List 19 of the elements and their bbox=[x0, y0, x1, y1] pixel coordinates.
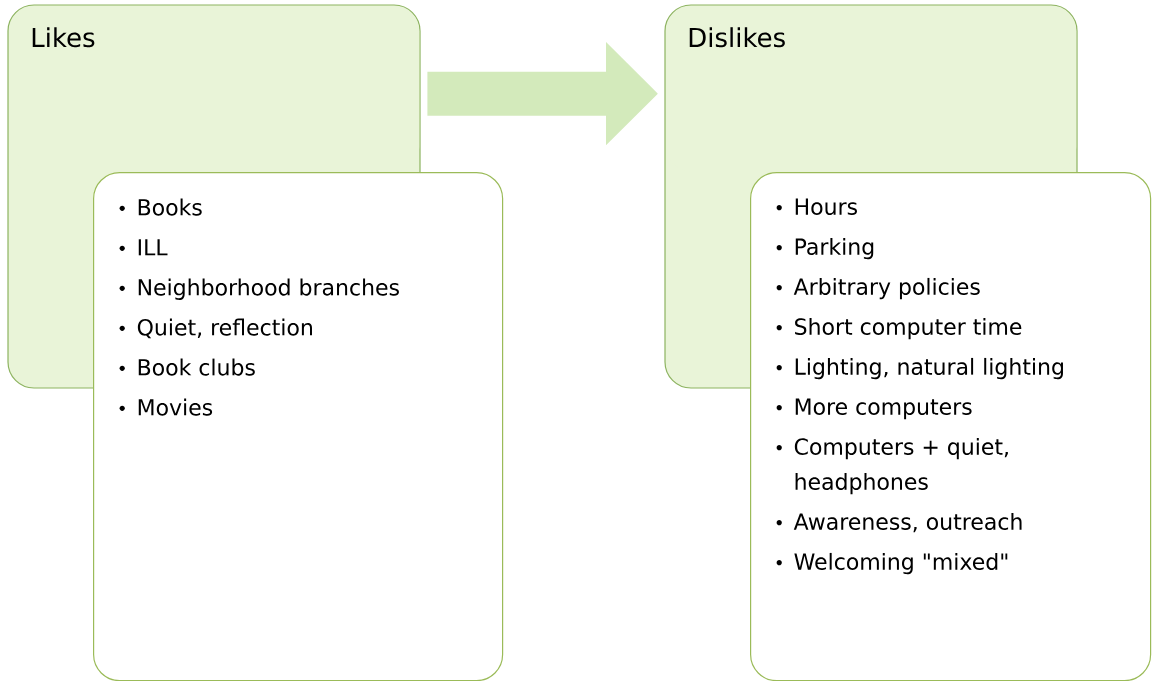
list-box bbox=[93, 172, 504, 681]
list-item: ILL bbox=[119, 239, 168, 256]
list-item: Awareness, outreach bbox=[776, 512, 1022, 533]
list-item: Hours bbox=[776, 198, 857, 215]
list-item: Parking bbox=[776, 237, 874, 260]
list-item: Welcoming "mixed" bbox=[776, 552, 1008, 575]
list-item: Books bbox=[119, 198, 202, 216]
heading: Dislikes bbox=[689, 27, 785, 48]
list-item: More computers bbox=[776, 398, 972, 420]
list-box bbox=[750, 172, 1152, 681]
list-item: Movies bbox=[119, 398, 213, 416]
list-item: Computers + quiet, headphones bbox=[776, 437, 1008, 495]
list-item: Neighborhood branches bbox=[119, 278, 399, 300]
list-item: Book clubs bbox=[119, 358, 255, 376]
list-item: Short computer time bbox=[776, 317, 1022, 340]
list-item: Quiet, reflection bbox=[119, 318, 312, 339]
list-item: Lighting, natural lighting bbox=[776, 357, 1063, 380]
list-item: Arbitrary policies bbox=[776, 277, 980, 300]
heading: Likes bbox=[32, 27, 95, 48]
